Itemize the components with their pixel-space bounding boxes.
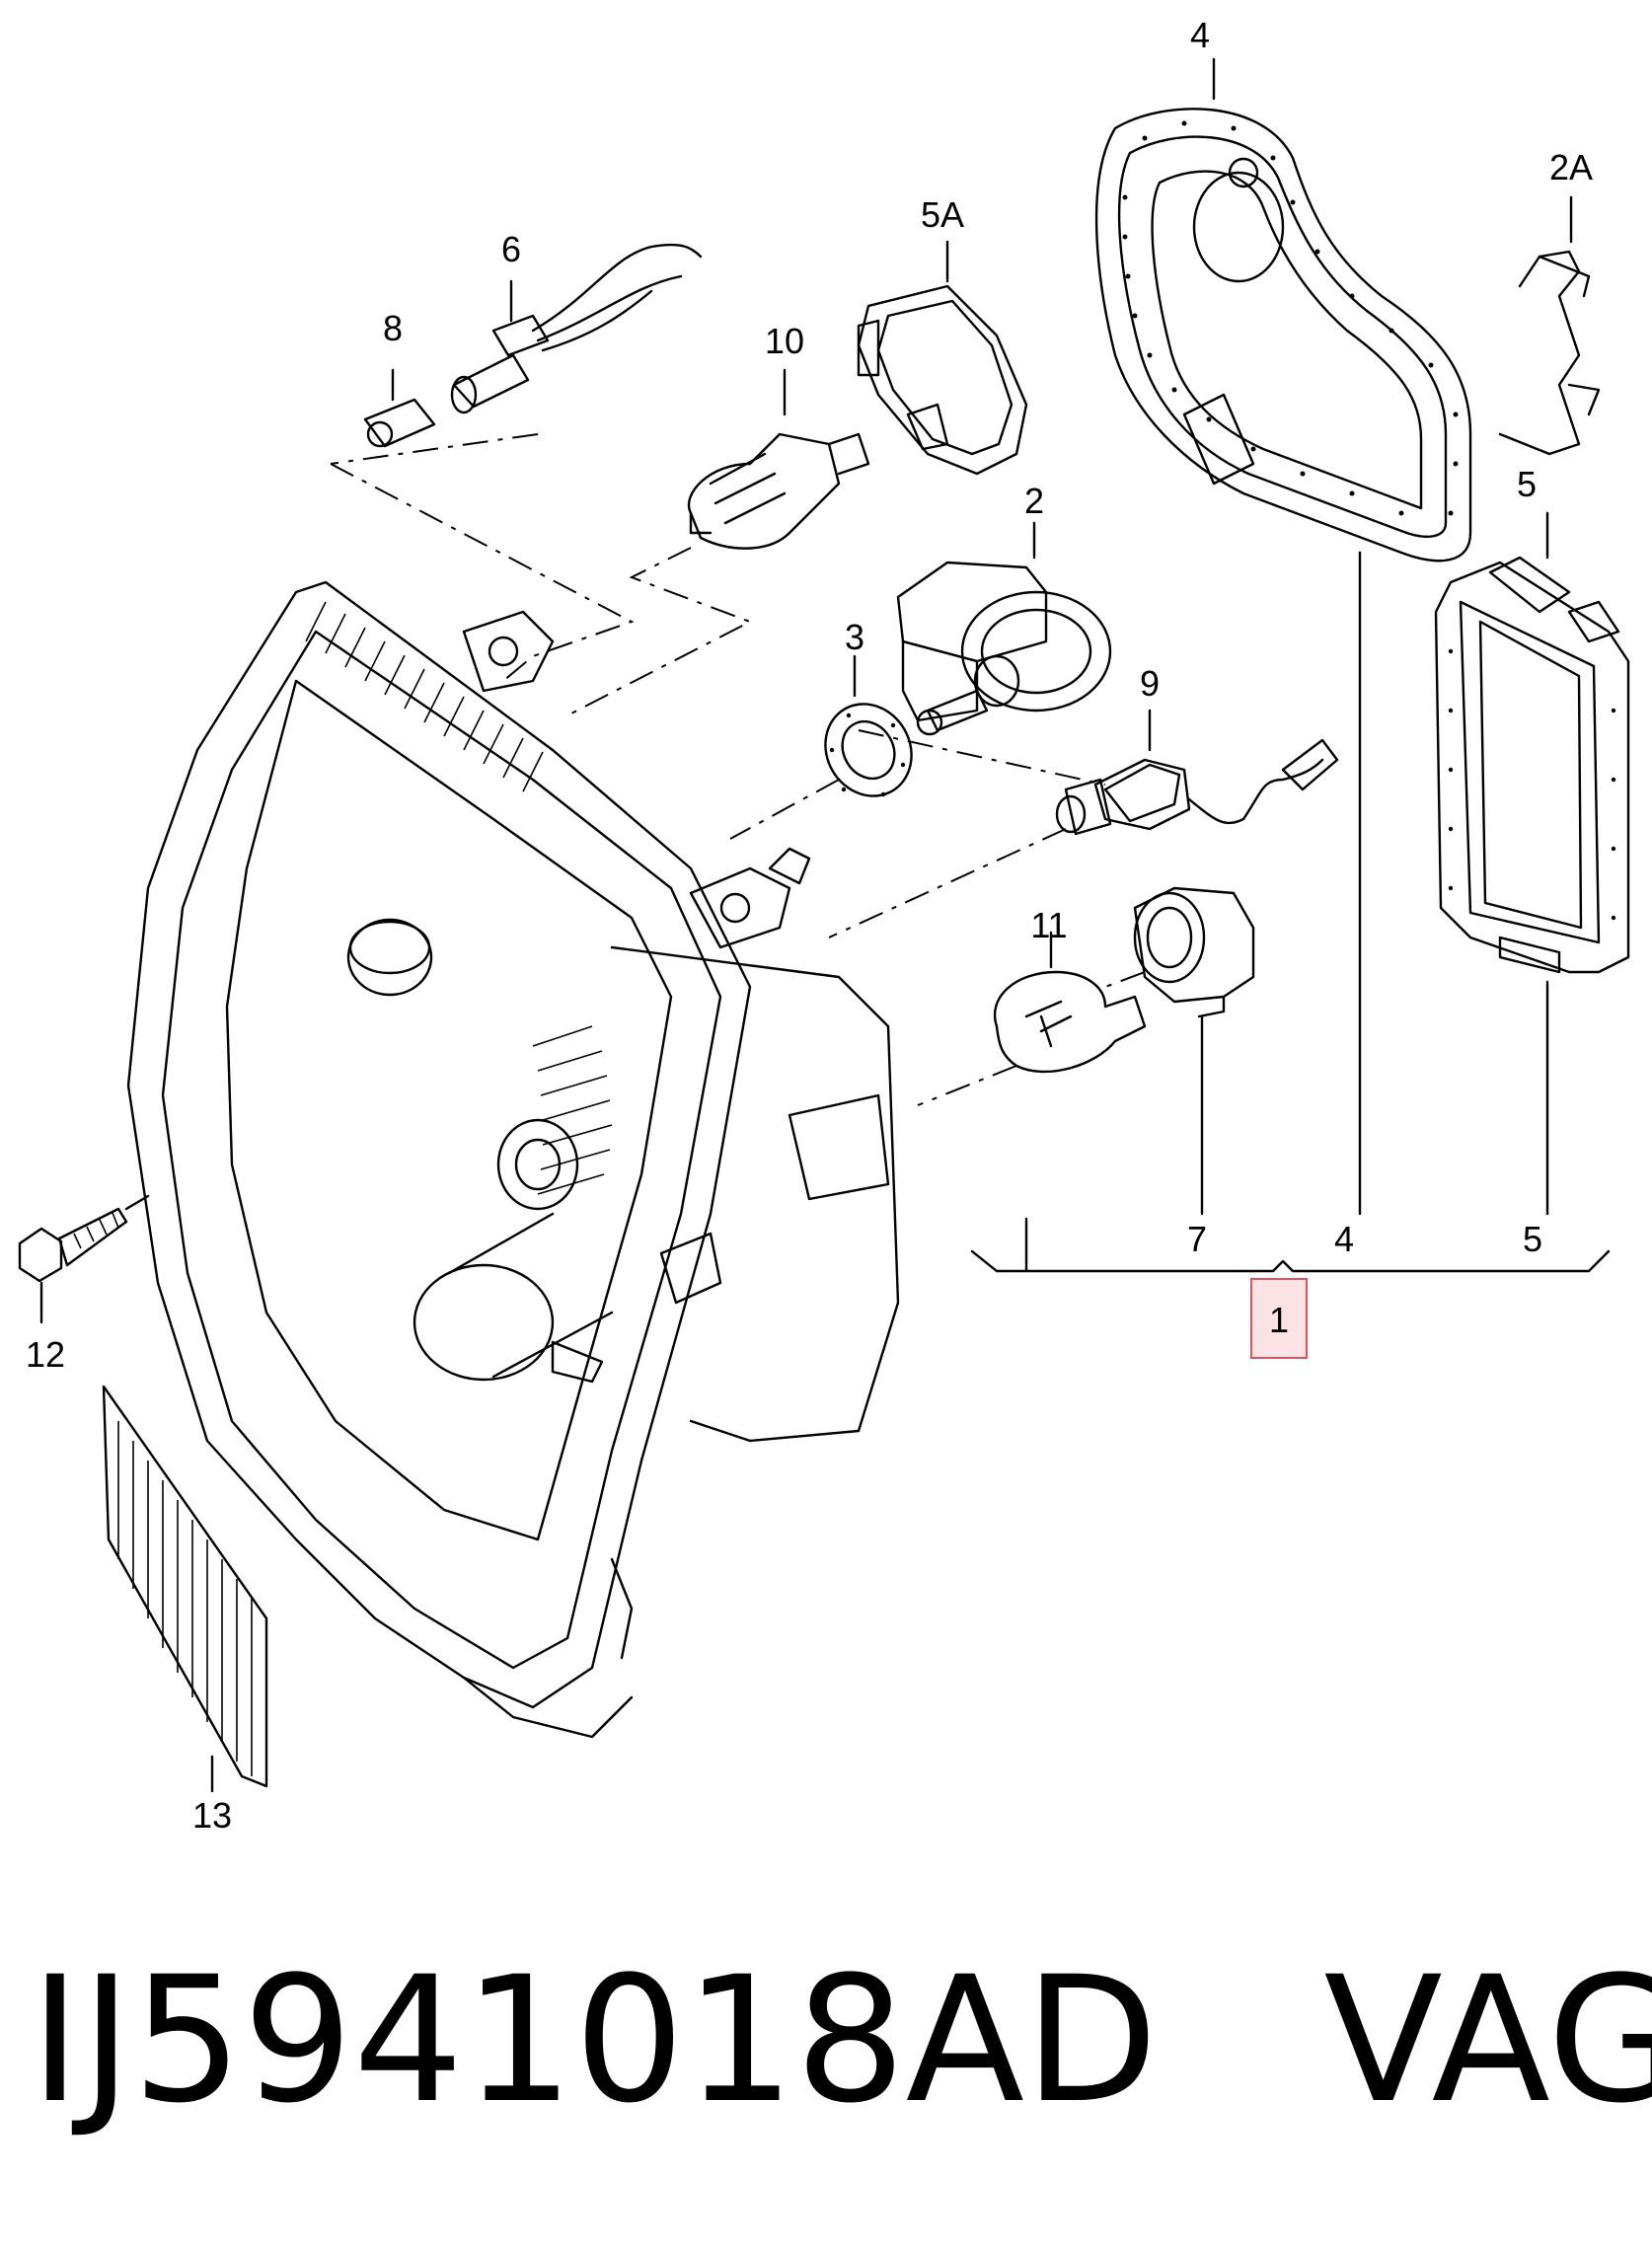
headlight-housing <box>126 580 900 1739</box>
callout-4-bottom[interactable]: 4 <box>1334 1219 1354 1259</box>
indicator-lens <box>102 1385 268 1793</box>
callout-5-top[interactable]: 5 <box>1517 464 1537 504</box>
retaining-ring <box>857 240 1028 476</box>
callout-4-top[interactable]: 4 <box>1190 15 1210 55</box>
seal-ring <box>824 654 913 797</box>
callout-6[interactable]: 6 <box>501 229 521 269</box>
callout-10[interactable]: 10 <box>765 321 804 361</box>
callout-8[interactable]: 8 <box>383 308 403 348</box>
callout-7[interactable]: 7 <box>1187 1219 1207 1259</box>
part-1-highlight[interactable] <box>1250 1278 1308 1359</box>
part-caption: IJ5941018AD VAG <box>30 1954 1652 2128</box>
callout-9[interactable]: 9 <box>1140 663 1160 704</box>
callout-2a[interactable]: 2A <box>1549 147 1593 188</box>
indicator-bulb <box>994 931 1147 1074</box>
callout-11[interactable]: 11 <box>1030 905 1067 945</box>
assembly-lines <box>330 433 1146 1106</box>
callout-13[interactable]: 13 <box>192 1795 232 1836</box>
callout-12[interactable]: 12 <box>26 1334 65 1375</box>
callout-3[interactable]: 3 <box>845 617 864 657</box>
bulb-holder <box>1133 886 1255 1216</box>
callout-5a[interactable]: 5A <box>921 194 964 235</box>
assembly-bracket <box>970 1217 1611 1273</box>
cover-cap-large <box>1094 57 1472 563</box>
part-number: IJ5941018AD <box>30 1939 1159 2141</box>
callout-5-bottom[interactable]: 5 <box>1523 1219 1542 1259</box>
halogen-bulb <box>688 368 870 550</box>
screw <box>18 1194 150 1324</box>
levelling-motor <box>896 521 1112 736</box>
bulb-wedge <box>363 368 436 448</box>
callout-2[interactable]: 2 <box>1024 481 1044 521</box>
callout-1[interactable]: 1 <box>1269 1300 1289 1340</box>
wiring-harness <box>450 243 703 414</box>
cover-cap-small <box>1434 511 1630 1216</box>
spring-clip <box>1498 195 1601 456</box>
brand-name: VAG <box>1323 1939 1652 2141</box>
side-light-socket <box>1055 709 1339 836</box>
